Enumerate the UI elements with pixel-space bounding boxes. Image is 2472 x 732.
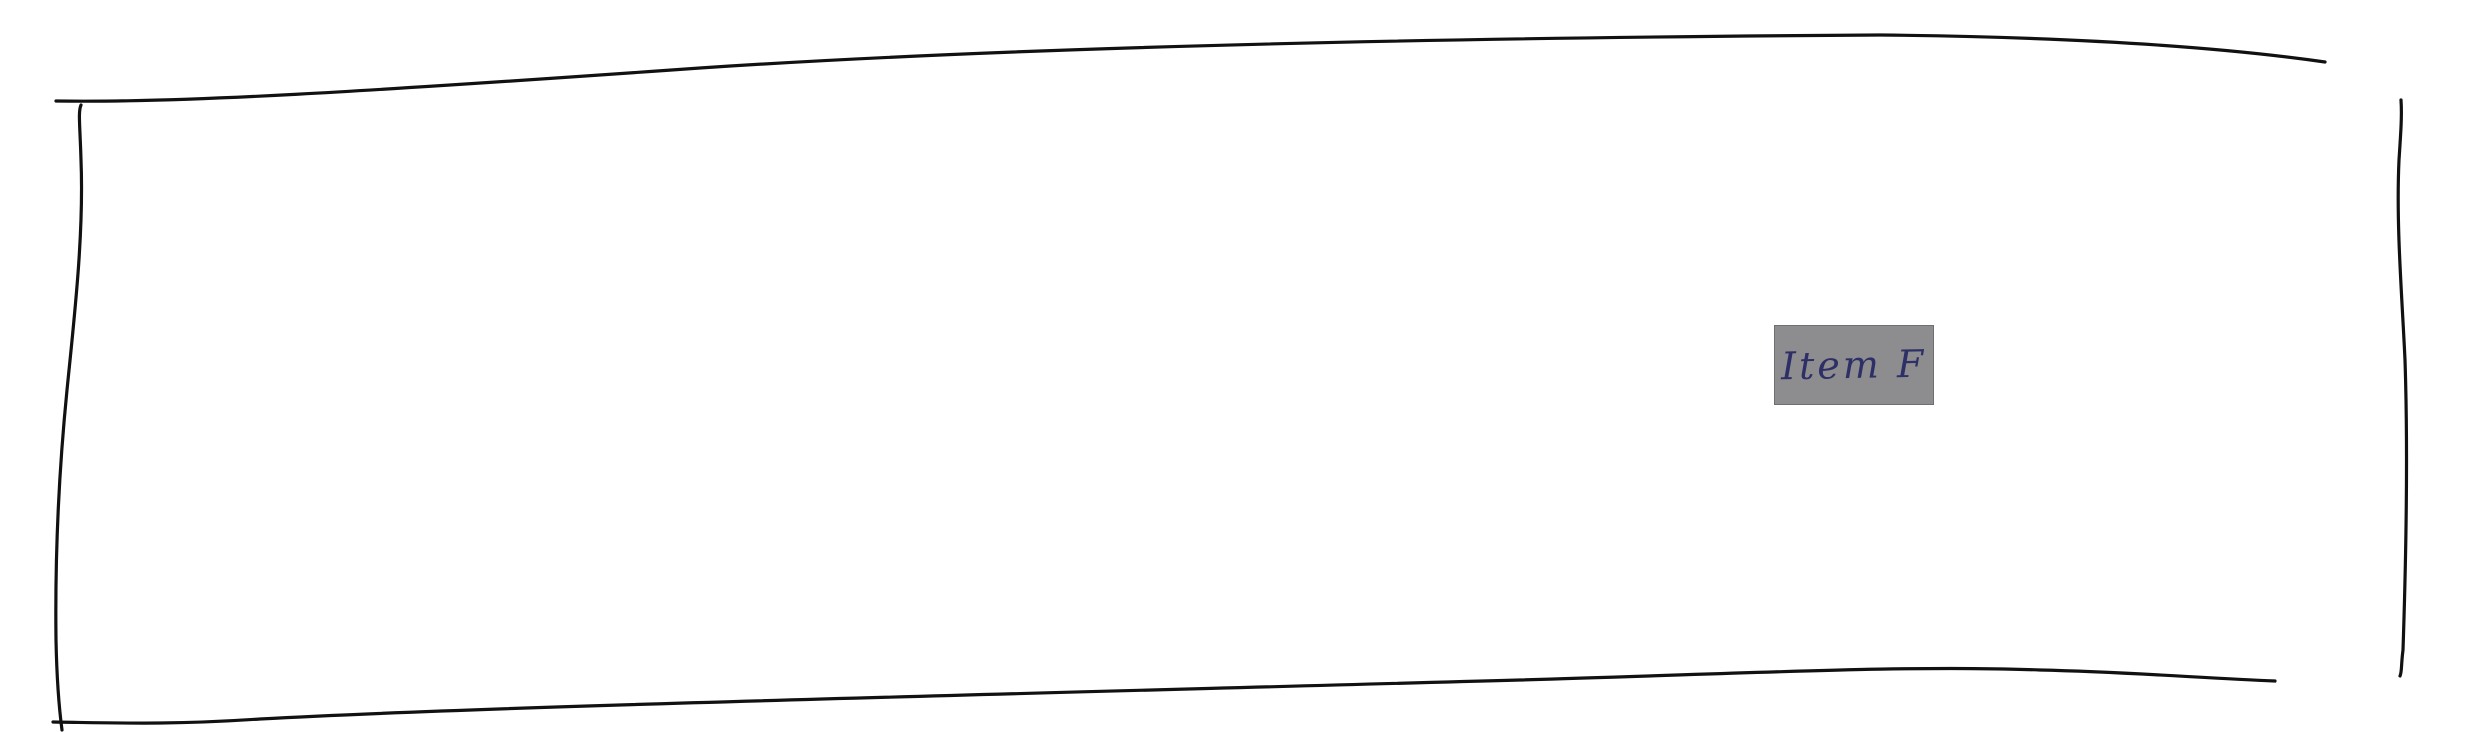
frame-right-edge <box>2398 100 2406 676</box>
frame-left-edge <box>56 105 82 730</box>
item-f-chip[interactable]: Item F <box>1774 325 1934 405</box>
frame-bottom-edge <box>53 668 2275 723</box>
frame-top-edge <box>56 35 2325 101</box>
item-f-label: Item F <box>1781 342 1927 389</box>
